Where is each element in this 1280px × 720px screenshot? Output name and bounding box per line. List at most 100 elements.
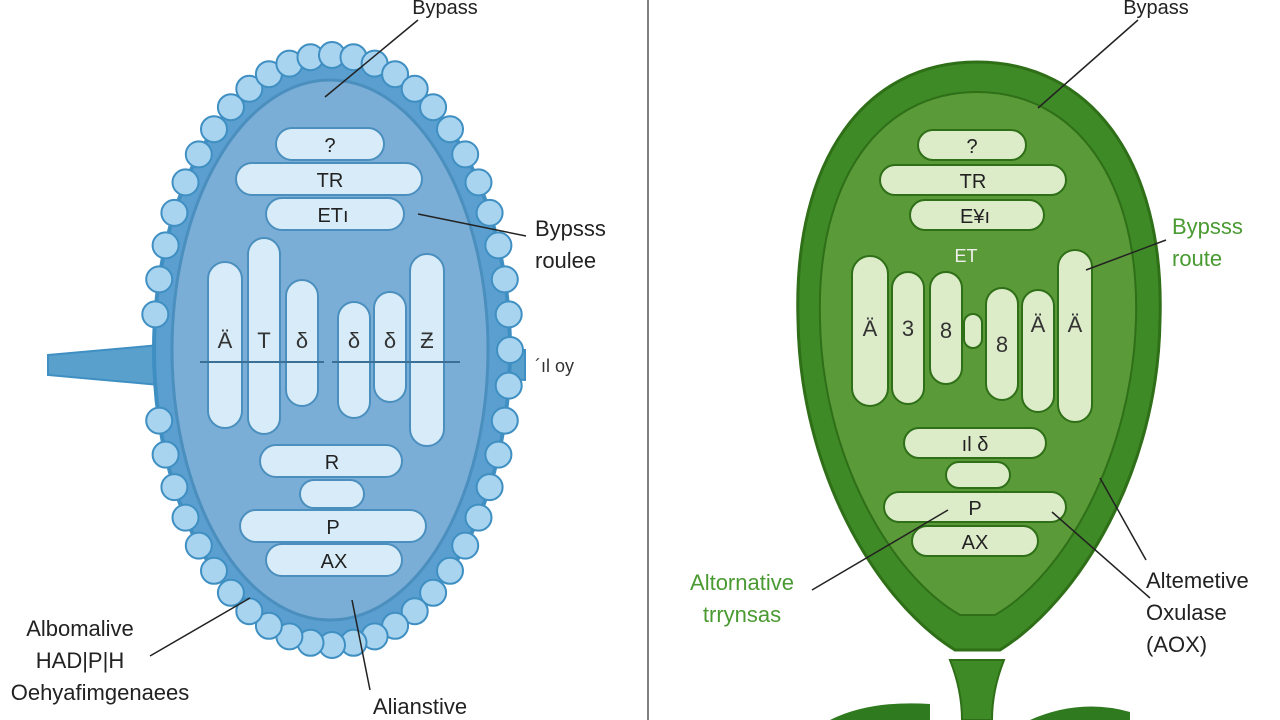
right-left-label-2: trrynsas [703, 602, 781, 627]
right-right-label-2: route [1172, 246, 1222, 271]
membrane-bead [400, 74, 429, 103]
right-bar-4-label: ıl δ [962, 434, 989, 456]
membrane-bead [419, 578, 448, 607]
membrane-bead [436, 556, 464, 585]
membrane-bead [151, 231, 180, 260]
right-bar-4: ıl δ [903, 427, 1047, 459]
membrane-bead [490, 265, 519, 294]
left-bottom-left-label-1: Albomalive [26, 616, 134, 641]
membrane-bead [451, 140, 480, 169]
left-bar-4-label: R [325, 452, 339, 474]
right-bar-5-label: P [968, 498, 981, 520]
right-leader-aox [1051, 511, 1151, 599]
membrane-bead [184, 140, 213, 169]
right-right-label-1: Bypsss [1172, 214, 1243, 239]
left-inner-body [170, 78, 490, 622]
membrane-bead [484, 231, 513, 260]
left-side-mark: ´ıl oy [535, 356, 574, 376]
right-glyph-2: 3 [902, 316, 914, 341]
left-bar-5-label: P [326, 517, 339, 539]
right-bar-3-label: E¥ı [960, 206, 990, 228]
left-glyph-2: T [257, 328, 270, 353]
membrane-beads [141, 41, 524, 659]
left-stalk [47, 343, 161, 387]
left-bar-4: R [259, 444, 403, 478]
left-glyph-1: Ä [218, 328, 233, 353]
right-small-pill [945, 461, 1011, 489]
membrane-bead [216, 578, 245, 607]
right-stem [948, 659, 1006, 720]
right-vertical-pills [851, 249, 1093, 423]
right-aox-label-2: Oxulase [1146, 600, 1227, 625]
left-bar-1: ? [275, 127, 385, 161]
membrane-bead [475, 473, 504, 502]
left-bar-1-label: ? [324, 135, 335, 157]
left-right-label-1: Bypsss [535, 216, 606, 241]
right-aox-label-1: Altemetive [1146, 568, 1249, 593]
left-glyph-3: δ [296, 328, 308, 353]
left-bar-6: AX [265, 543, 403, 577]
right-glyph-3: 8 [940, 318, 952, 343]
membrane-bead [160, 473, 189, 502]
left-small-pill [299, 479, 365, 509]
left-bar-6-label: AX [321, 551, 348, 573]
left-panel: ? TR ETı Ä T δ δ δ Ƶ R [11, 0, 606, 719]
right-leader-top [1037, 19, 1139, 109]
membrane-bead [484, 440, 513, 469]
membrane-bead [464, 168, 493, 197]
left-glyph-4: δ [348, 328, 360, 353]
membrane-bead [464, 503, 493, 532]
right-leader-right [1085, 239, 1167, 271]
right-bar-3: E¥ı [909, 199, 1045, 231]
membrane-bead [451, 531, 480, 560]
left-vertical-pills [200, 237, 460, 447]
right-bar-2: TR [879, 164, 1067, 196]
left-glyph-6: Ƶ [420, 328, 433, 353]
right-bar-6-label: AX [962, 532, 989, 554]
membrane-bead [400, 597, 429, 626]
right-bar-1-label: ? [966, 136, 977, 158]
right-leader-left [811, 509, 949, 591]
membrane-bead [494, 371, 523, 400]
membrane-bead [436, 115, 464, 144]
left-bar-3-label: ETı [317, 205, 348, 227]
right-panel: ? TR E¥ı ET Ä 3 8 8 Ä Ä ıl δ [690, 0, 1249, 720]
right-bar-2-label: TR [960, 171, 987, 193]
membrane-bead [141, 300, 170, 329]
left-bar-2-label: TR [317, 170, 344, 192]
right-small-label: ET [954, 246, 977, 266]
membrane-bead [171, 503, 200, 532]
membrane-bead [160, 198, 189, 227]
left-bottom-label: Alianstive [373, 694, 467, 719]
membrane-bead [475, 198, 504, 227]
membrane-bead [496, 336, 524, 364]
left-bar-2: TR [235, 162, 423, 196]
membrane-bead [235, 74, 264, 103]
right-title: Bypass [1123, 0, 1189, 19]
left-leader-bottom-left [149, 597, 251, 657]
right-glyph-5: Ä [1031, 312, 1046, 337]
membrane-bead [419, 93, 448, 122]
right-bar-1: ? [917, 129, 1027, 161]
right-glyph-4: 8 [996, 332, 1008, 357]
right-left-label-1: Altornative [690, 570, 794, 595]
membrane-bead [145, 406, 174, 435]
right-glyph-1: Ä [863, 316, 878, 341]
left-leader-right [417, 213, 527, 237]
membrane-bead [490, 406, 519, 435]
membrane-bead [381, 60, 410, 89]
left-bottom-left-label-2: HAD|P|H [36, 648, 124, 673]
left-bottom-left-label-3: Oehyafimgenaees [11, 680, 190, 705]
membrane-bead [184, 531, 213, 560]
membrane-bead [494, 300, 523, 329]
right-glyph-6: Ä [1068, 312, 1083, 337]
right-leaf-2 [1030, 706, 1130, 720]
left-bar-3: ETı [265, 197, 405, 231]
right-bar-5: P [883, 491, 1067, 523]
left-right-label-2: roulee [535, 248, 596, 273]
membrane-bead [216, 93, 245, 122]
left-leader-bottom [351, 599, 371, 691]
right-leader-aox-2 [1099, 477, 1147, 561]
left-leader-top [324, 19, 419, 98]
